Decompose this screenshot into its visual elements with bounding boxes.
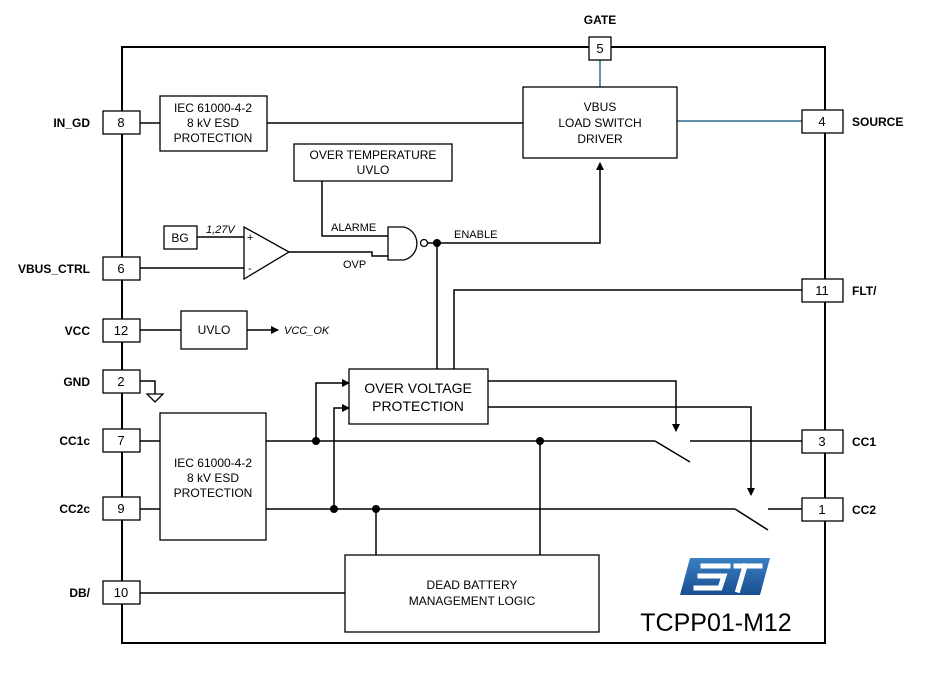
pin-flt: 11 FLT/ bbox=[801, 278, 877, 303]
pin-db: 10 DB/ bbox=[69, 580, 141, 605]
pin-flt-name: FLT/ bbox=[852, 284, 877, 298]
pin-cc1-number: 3 bbox=[818, 434, 825, 449]
junction-dot bbox=[330, 505, 338, 513]
pin-in-gd-name: IN_GD bbox=[53, 116, 90, 130]
bandgap-block: BG bbox=[163, 225, 198, 250]
pin-cc2c-name: CC2c bbox=[59, 502, 90, 516]
pin-cc2c: 9 CC2c bbox=[59, 496, 141, 521]
pin-vcc-number: 12 bbox=[114, 323, 128, 338]
pin-gate: 5 GATE bbox=[584, 13, 616, 61]
pin-source: 4 SOURCE bbox=[801, 109, 903, 134]
pin-cc1-name: CC1 bbox=[852, 435, 876, 449]
pin-in-gd-number: 8 bbox=[117, 115, 124, 130]
pin-cc2-name: CC2 bbox=[852, 503, 876, 517]
esd-top-line-2: 8 kV ESD bbox=[187, 116, 239, 130]
vbus-load-switch-driver-block: VBUS LOAD SWITCH DRIVER bbox=[522, 86, 678, 159]
esd-protection-top-block: IEC 61000-4-2 8 kV ESD PROTECTION bbox=[159, 95, 268, 152]
st-logo bbox=[680, 558, 770, 595]
vcc-ok-label: VCC_OK bbox=[284, 325, 330, 337]
uvlo-label: UVLO bbox=[198, 323, 231, 337]
vbus-driver-line-1: VBUS bbox=[584, 100, 617, 114]
esd-bottom-line-2: 8 kV ESD bbox=[187, 471, 239, 485]
ovp-line-2: PROTECTION bbox=[372, 398, 464, 414]
pin-cc1c-number: 7 bbox=[117, 433, 124, 448]
junction-dot bbox=[433, 239, 441, 247]
junction-dot bbox=[312, 437, 320, 445]
junction-dot bbox=[536, 437, 544, 445]
comparator-minus-label: - bbox=[248, 263, 252, 275]
pin-cc1c-name: CC1c bbox=[59, 434, 90, 448]
part-number: TCPP01-M12 bbox=[640, 609, 791, 637]
esd-top-line-1: IEC 61000-4-2 bbox=[174, 101, 252, 115]
pin-gate-name: GATE bbox=[584, 13, 616, 27]
pin-gnd: 2 GND bbox=[63, 369, 141, 394]
esd-top-line-3: PROTECTION bbox=[174, 131, 253, 145]
pin-vcc-name: VCC bbox=[65, 324, 91, 338]
dead-battery-logic-block: DEAD BATTERY MANAGEMENT LOGIC bbox=[344, 554, 600, 633]
pin-db-number: 10 bbox=[114, 585, 128, 600]
comparator-symbol: + - bbox=[243, 225, 291, 281]
pin-cc2-number: 1 bbox=[818, 502, 825, 517]
pin-vcc: 12 VCC bbox=[65, 318, 141, 343]
pin-in-gd: 8 IN_GD bbox=[53, 110, 141, 135]
pin-cc2: 1 CC2 bbox=[801, 497, 876, 522]
pin-gnd-name: GND bbox=[63, 375, 90, 389]
esd-bottom-line-1: IEC 61000-4-2 bbox=[174, 456, 252, 470]
chip-outline bbox=[121, 46, 826, 644]
pin-db-name: DB/ bbox=[69, 586, 90, 600]
uvlo-block: UVLO bbox=[180, 310, 248, 350]
vbus-driver-line-2: LOAD SWITCH bbox=[558, 116, 641, 130]
over-temperature-uvlo-block: OVER TEMPERATURE UVLO bbox=[293, 143, 453, 182]
vref-label: 1,27V bbox=[206, 224, 236, 236]
ovp-signal-label: OVP bbox=[343, 259, 366, 271]
pin-cc1c: 7 CC1c bbox=[59, 428, 141, 453]
and-gate-symbol bbox=[387, 226, 418, 261]
bg-label: BG bbox=[171, 231, 188, 245]
alarme-label: ALARME bbox=[331, 222, 376, 234]
dead-battery-line-2: MANAGEMENT LOGIC bbox=[409, 594, 536, 608]
pin-gate-number: 5 bbox=[596, 41, 603, 56]
esd-bottom-line-3: PROTECTION bbox=[174, 486, 253, 500]
enable-label: ENABLE bbox=[454, 229, 497, 241]
and-gate-inverter-bubble bbox=[419, 238, 429, 248]
pin-gnd-number: 2 bbox=[117, 374, 124, 389]
pin-vbus-ctrl: 6 VBUS_CTRL bbox=[18, 256, 141, 281]
over-temp-line-1: OVER TEMPERATURE bbox=[310, 148, 437, 162]
comparator-plus-label: + bbox=[247, 232, 253, 244]
pin-source-name: SOURCE bbox=[852, 115, 903, 129]
over-temp-line-2: UVLO bbox=[357, 163, 390, 177]
pin-flt-number: 11 bbox=[815, 283, 829, 298]
dead-battery-line-1: DEAD BATTERY bbox=[427, 578, 518, 592]
esd-protection-bottom-block: IEC 61000-4-2 8 kV ESD PROTECTION bbox=[159, 412, 267, 541]
pin-cc2c-number: 9 bbox=[117, 501, 124, 516]
pin-vbus-ctrl-number: 6 bbox=[117, 261, 124, 276]
vbus-driver-line-3: DRIVER bbox=[577, 132, 623, 146]
pin-cc1: 3 CC1 bbox=[801, 429, 876, 454]
pin-source-number: 4 bbox=[818, 114, 825, 129]
ovp-line-1: OVER VOLTAGE bbox=[364, 380, 472, 396]
pin-vbus-ctrl-name: VBUS_CTRL bbox=[18, 262, 90, 276]
over-voltage-protection-block: OVER VOLTAGE PROTECTION bbox=[348, 368, 489, 425]
junction-dot bbox=[372, 505, 380, 513]
